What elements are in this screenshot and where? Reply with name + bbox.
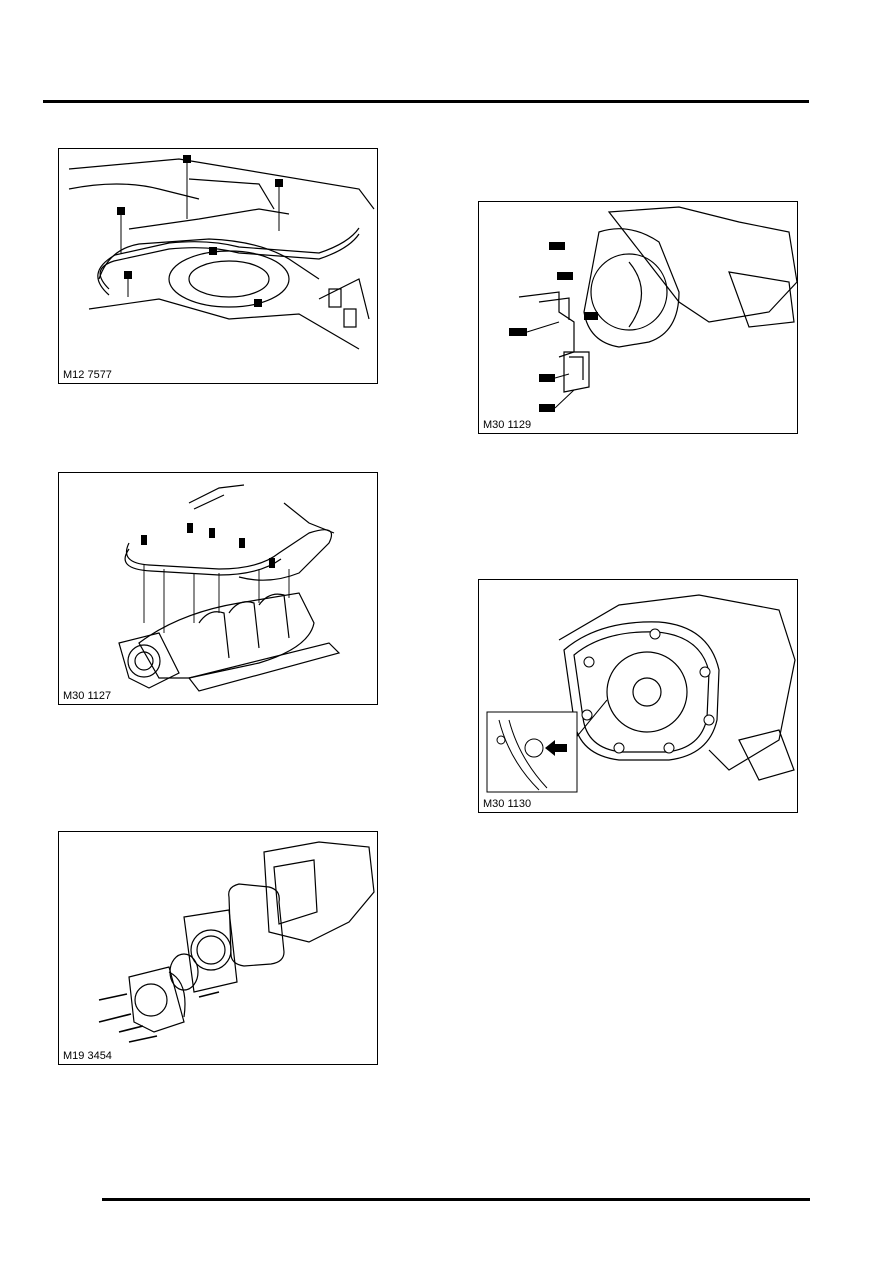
illustration-fuel-rail-harness-on-engine: M12 7577 [58,148,378,384]
engine-harness-drawing [68,155,375,350]
footer-rule [102,1198,810,1201]
fuel-rail-manifold-drawing [118,484,341,692]
figure-label: M30 1127 [63,690,114,702]
figure-label: M30 1129 [483,419,534,431]
figure-label: M12 7577 [63,369,114,381]
figure-label: M19 3454 [63,1050,114,1062]
illustration-manifold-flange-gasket: M30 1130 [478,579,798,813]
throttle-body-exploded-drawing [98,841,375,1043]
illustration-throttle-body-exploded: M19 3454 [58,831,378,1065]
manifold-flange-drawing [486,594,796,793]
header-rule [43,100,809,103]
throttle-body-brackets-drawing [509,206,797,412]
figure-label: M30 1130 [483,798,534,810]
illustration-fuel-rail-and-manifold: M30 1127 [58,472,378,705]
illustration-throttle-body-brackets: M30 1129 [478,201,798,434]
